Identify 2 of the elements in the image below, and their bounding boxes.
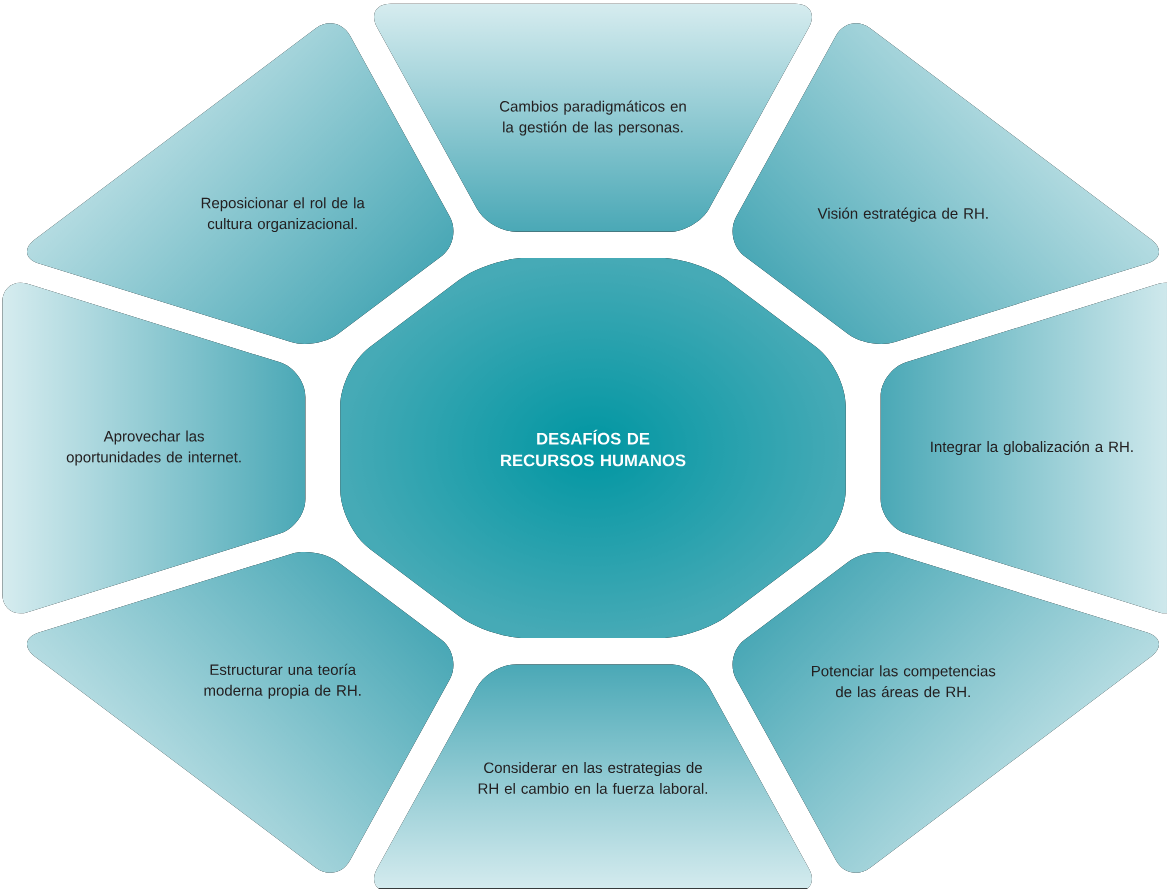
center-octagon: DESAFÍOS DE RECURSOS HUMANOS bbox=[340, 258, 846, 638]
petal-box: Reposicionar el rol de la cultura organizacional. bbox=[27, 23, 454, 344]
